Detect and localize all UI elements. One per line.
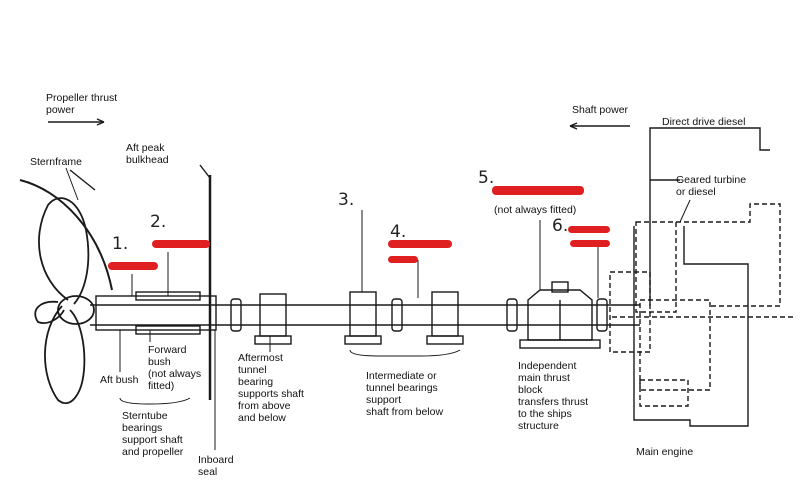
main-thrust-block (519, 281, 601, 349)
intermediate-bearing (344, 291, 464, 345)
redaction-mark (108, 262, 158, 270)
sternframe-label: Sternframe (30, 156, 82, 168)
sterntube (95, 291, 217, 335)
direct-drive-diesel (649, 127, 770, 306)
marker-number-6: 6. (552, 216, 569, 236)
main-engine (633, 226, 749, 427)
thrust-arrow-icon (48, 118, 105, 126)
direct-drive-label: Direct drive diesel (662, 116, 746, 128)
geared-turbine-label: Geared turbine or diesel (676, 174, 747, 198)
aft-peak-bulkhead (199, 164, 212, 400)
redaction-mark (388, 256, 418, 263)
shaft-coupling (230, 298, 608, 332)
propeller-thrust-label: Propeller thrust power (46, 92, 118, 116)
redaction-mark (570, 240, 610, 247)
sterntube-bearings-label: Sterntube bearings support shaft and pro… (122, 410, 184, 458)
propeller (34, 197, 95, 404)
shaft-power-arrow-icon (569, 122, 630, 130)
propeller-shaft (90, 304, 640, 326)
inboard-seal-label: Inboard seal (198, 454, 234, 478)
redaction-mark (388, 240, 452, 248)
marker-number-1: 1. (112, 234, 129, 254)
main-engine-label: Main engine (636, 446, 694, 458)
marker-number-3: 3. (338, 190, 355, 210)
sternframe (19, 179, 113, 291)
redaction-mark (568, 226, 610, 233)
thrust-block-label: Independent main thrust block transfers … (518, 360, 589, 432)
aft-peak-label: Aft peak bulkhead (126, 142, 169, 166)
marker-number-4: 4. (390, 222, 407, 242)
forward-bush-label: Forward bush (not always fitted) (148, 344, 202, 392)
marker-number-5: 5. (478, 168, 495, 188)
aftermost-tunnel-bearing (254, 293, 292, 345)
redaction-mark (152, 240, 210, 248)
aftermost-bearing-label: Aftermost tunnel bearing supports shaft … (238, 352, 304, 424)
not-always-fitted-label: (not always fitted) (494, 204, 577, 216)
marker-number-2: 2. (150, 212, 167, 232)
intermediate-bearings-label: Intermediate or tunnel bearings support … (366, 370, 444, 418)
geared-turbine (609, 203, 795, 407)
aft-bush-label: Aft bush (100, 374, 139, 386)
redaction-mark (492, 186, 584, 195)
shaft-power-label: Shaft power (572, 104, 629, 116)
